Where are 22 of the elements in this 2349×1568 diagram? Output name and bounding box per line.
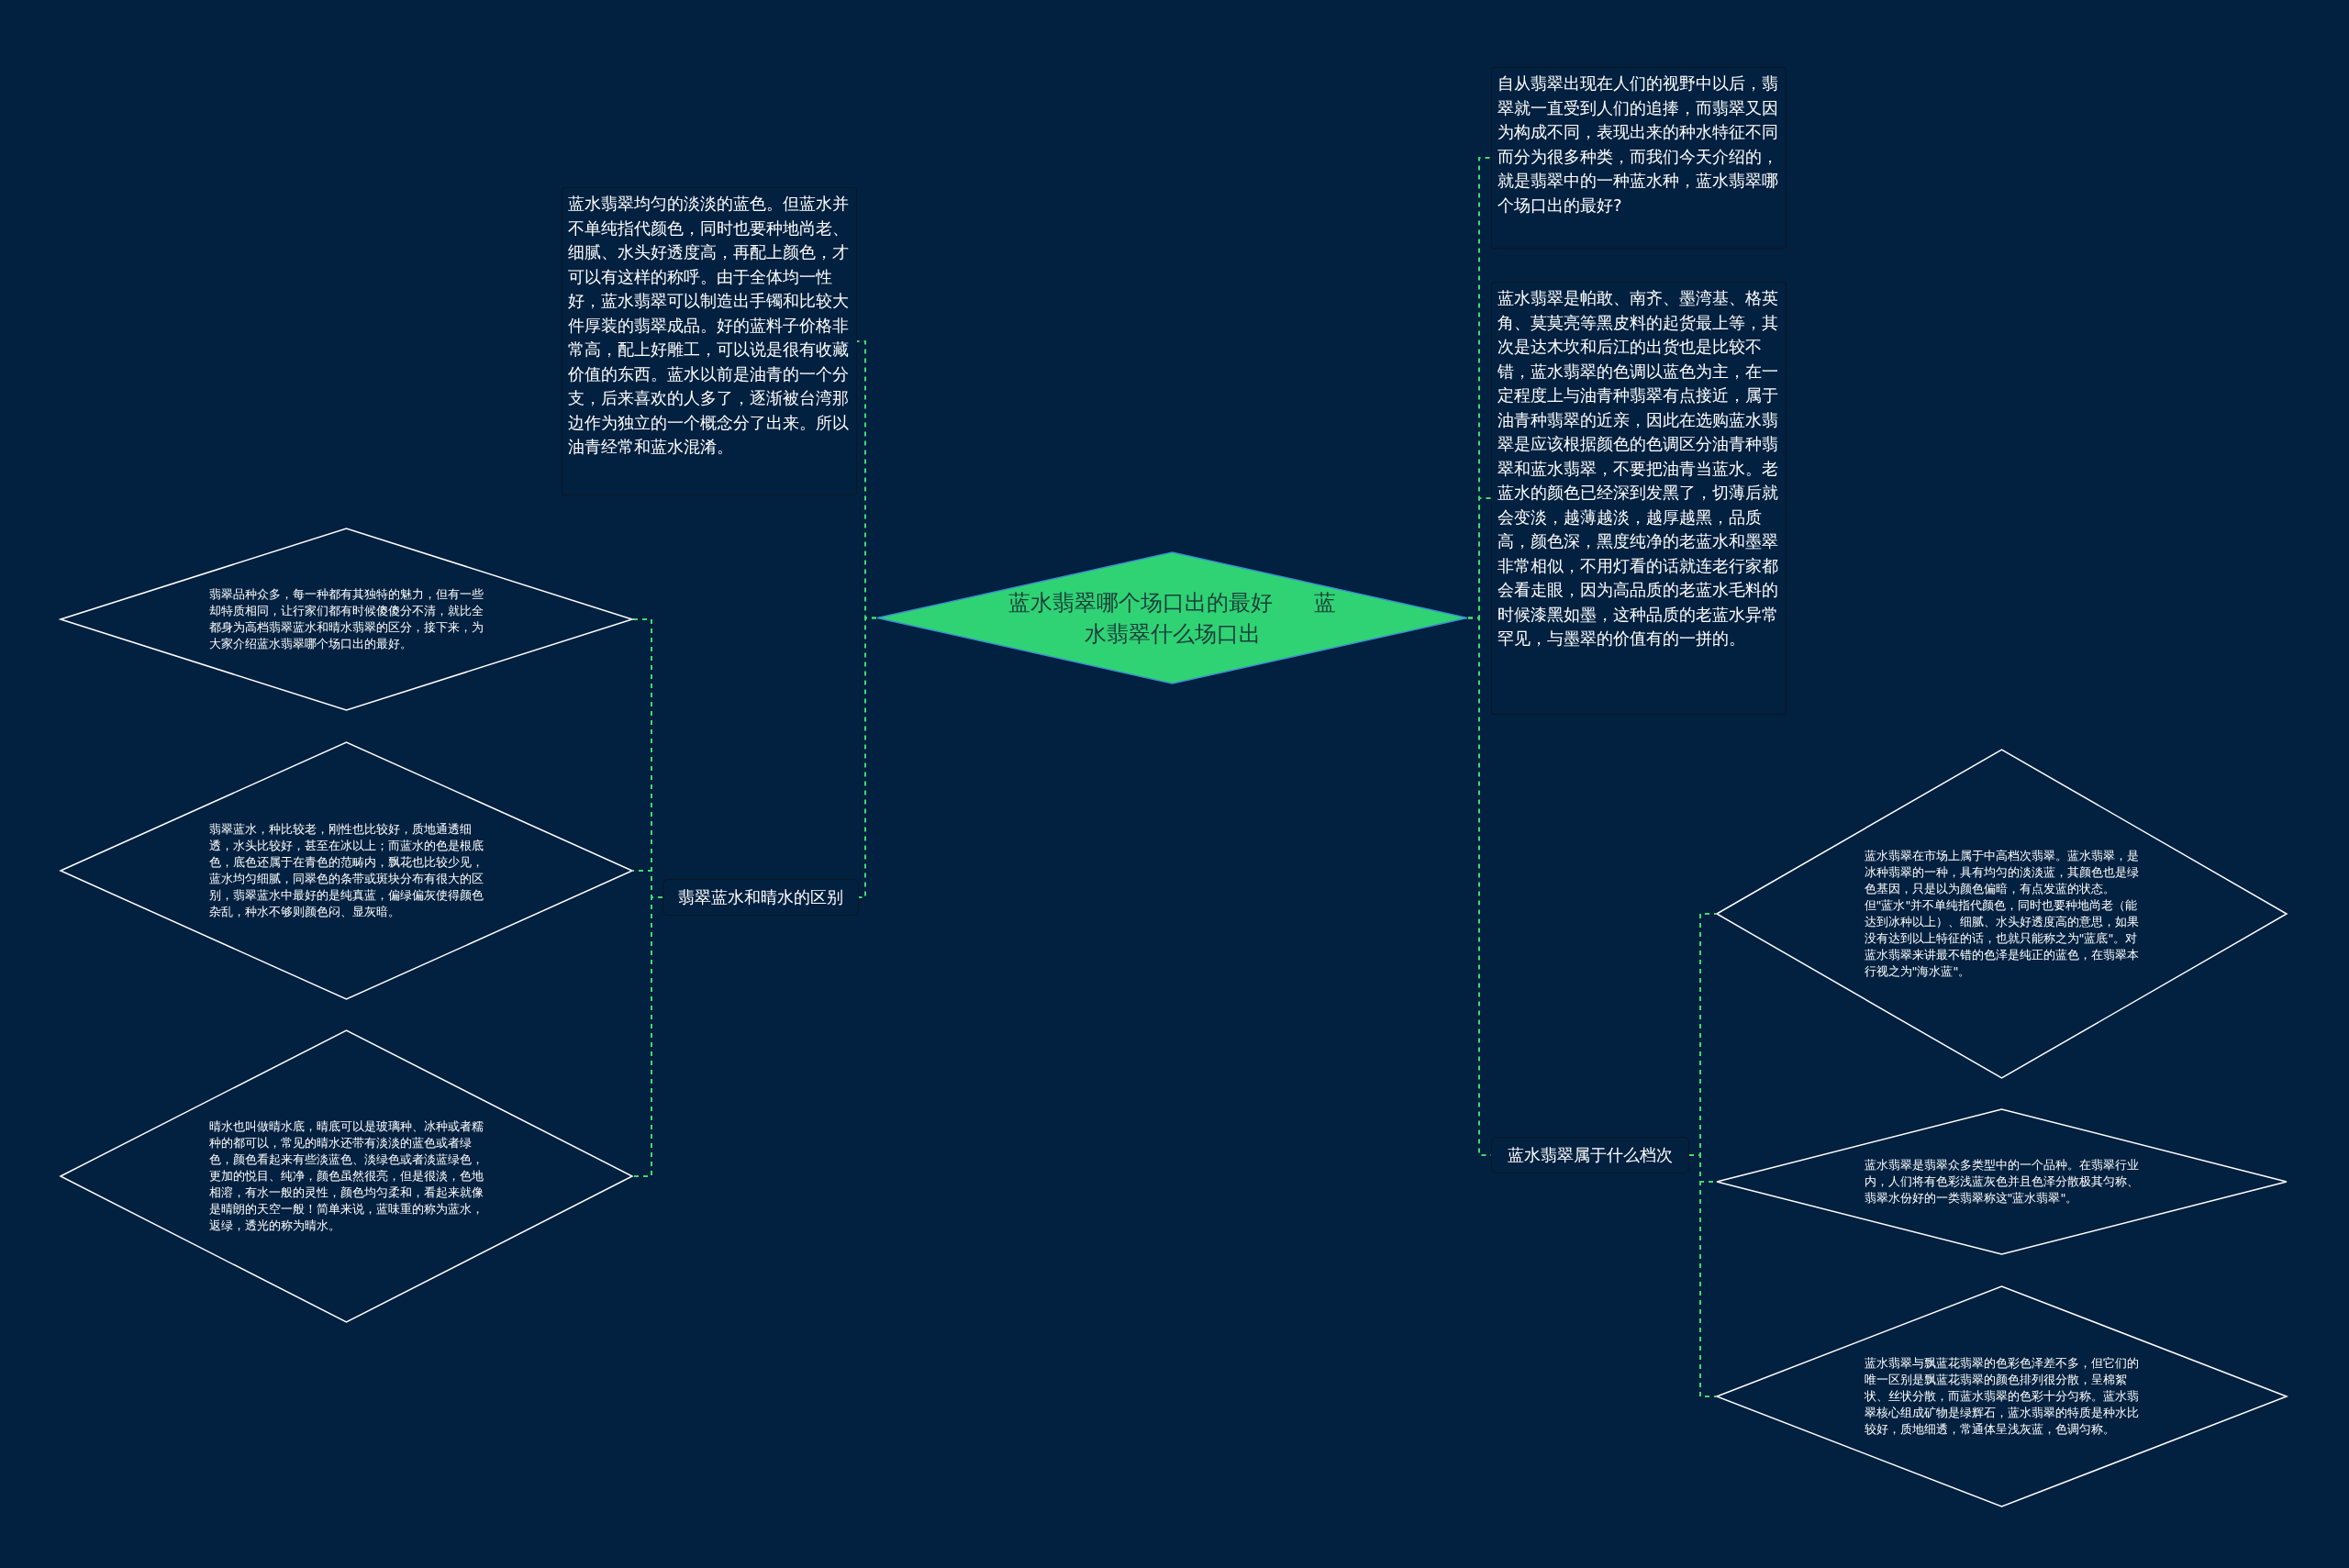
diamond-node xyxy=(60,1029,633,1323)
text-card: 蓝水翡翠均匀的淡淡的蓝色。但蓝水并不单纯指代颜色，同时也要种地尚老、细腻、水头好透度高，再配上颜色，才可以有这样的称呼。由于全体均一性好，蓝水翡翠可以制造出手镯和比较大件厚装的翡翠成品。好的蓝料子价格非常高，配上好雕工，可以说是很有收藏价值的东西。蓝水以前是油青的一个分支，后来喜欢的人多了，逐渐被台湾那边作为独立的一个概念分了出来。所以油青经常和蓝水混淆。 xyxy=(562,187,857,495)
branch-node: 翡翠蓝水和晴水的区别 xyxy=(662,879,859,916)
diamond-node xyxy=(60,528,633,711)
text-card: 自从翡翠出现在人们的视野中以后，翡翠就一直受到人们的追捧，而翡翠又因为构成不同，表现出来的种水特征不同而分为很多种类，而我们今天介绍的，就是翡翠中的一种蓝水种，蓝水翡翠哪个场口出的最好? xyxy=(1491,67,1787,249)
topic-text: 蓝水翡翠哪个场口出的最好 蓝水翡翠什么场口出 xyxy=(1007,588,1338,649)
diamond-node xyxy=(1716,1285,2288,1507)
connector-line xyxy=(1688,1154,1717,1397)
diamond-node xyxy=(1716,749,2288,1079)
node-text: 晴水也叫做晴水底，晴底可以是玻璃种、冰种或者糯种的都可以，常见的晴水还带有淡淡的蓝色或者绿色，颜色看起来有些淡蓝色、淡绿色或者淡蓝绿色，更加的悦目、纯净，颜色虽然很亮，但是很淡，色地相溶，有水一般的灵性，颜色均匀柔和，看起来就像是晴朗的天空一般！简单来说，蓝味重的称为蓝水，返绿，透光的称为晴水。 xyxy=(208,1118,484,1234)
connector-line xyxy=(632,896,663,1177)
topic-diamond xyxy=(876,551,1468,684)
node-text: 蓝水翡翠与飘蓝花翡翠的色彩色泽差不多，但它们的唯一区别是飘蓝花翡翠的颜色排列很分散，呈棉絮状、丝状分散，而蓝水翡翠的色彩十分匀称。蓝水翡翠核心组成矿物是绿辉石，蓝水翡翠的特质是种水比较好，质地细透，常通体呈浅灰蓝，色调匀称。 xyxy=(1864,1355,2140,1438)
text-card: 蓝水翡翠是帕敢、南齐、墨湾基、格英角、莫莫亮等黑皮料的起货最上等，其次是达木坎和后江的出货也是比较不错，蓝水翡翠的色调以蓝色为主，在一定程度上与油青种翡翠有点接近，属于油青种翡翠的近亲，因此在选购蓝水翡翠是应该根据颜色的色调区分油青种翡翠和蓝水翡翠，不要把油青当蓝水。老蓝水的颜色已经深到发黑了，切薄后就会变淡，越薄越淡，越厚越黑，品质高，颜色深，黑度纯净的老蓝水和墨翠非常相似，不用灯看的话就连老行家都会看走眼，因为高品质的老蓝水毛料的时候漆黑如墨，这种品质的老蓝水异常罕见，与墨翠的价值有的一拼的。 xyxy=(1491,282,1787,715)
node-text: 蓝水翡翠在市场上属于中高档次翡翠。蓝水翡翠，是冰种翡翠的一种，具有均匀的淡淡蓝，其颜色也是绿色基因，只是以为颜色偏暗，有点发蓝的状态。但"蓝水"并不单纯指代颜色，同时也要种地尚老（能达到冰种以上）、细腻、水头好透度高的意思，如果没有达到以上特征的话，也就只能称之为"蓝底"。对蓝水翡翠来讲最不错的色泽是纯正的蓝色，在翡翠本行视之为"海水蓝"。 xyxy=(1864,848,2140,980)
node-text: 翡翠品种众多，每一种都有其独特的魅力，但有一些却特质相同，让行家们都有时候傻傻分不清，就比全都身为高档翡翠蓝水和晴水翡翠的区分，接下来，为大家介绍蓝水翡翠哪个场口出的最好。 xyxy=(208,586,484,652)
diamond-node xyxy=(60,741,633,1000)
node-text: 翡翠蓝水，种比较老，刚性也比较好，质地通透细透，水头比较好，甚至在冰以上；而蓝水的色是根底色，底色还属于在青色的范畴内，飘花也比较少见，蓝水均匀细腻，同翠色的条带或斑块分布有很大的区别，翡翠蓝水中最好的是纯真蓝，偏绿偏灰使得颜色杂乱，种水不够则颜色闷、显灰暗。 xyxy=(208,821,484,920)
diamond-node xyxy=(1716,1108,2288,1255)
connector-line xyxy=(858,617,877,898)
branch-node: 蓝水翡翠属于什么档次 xyxy=(1491,1137,1689,1173)
node-text: 蓝水翡翠是翡翠众多类型中的一个品种。在翡翠行业内，人们将有色彩浅蓝灰色并且色泽分散极其匀称、翡翠水份好的一类翡翠称这"蓝水翡翠"。 xyxy=(1864,1157,2140,1207)
